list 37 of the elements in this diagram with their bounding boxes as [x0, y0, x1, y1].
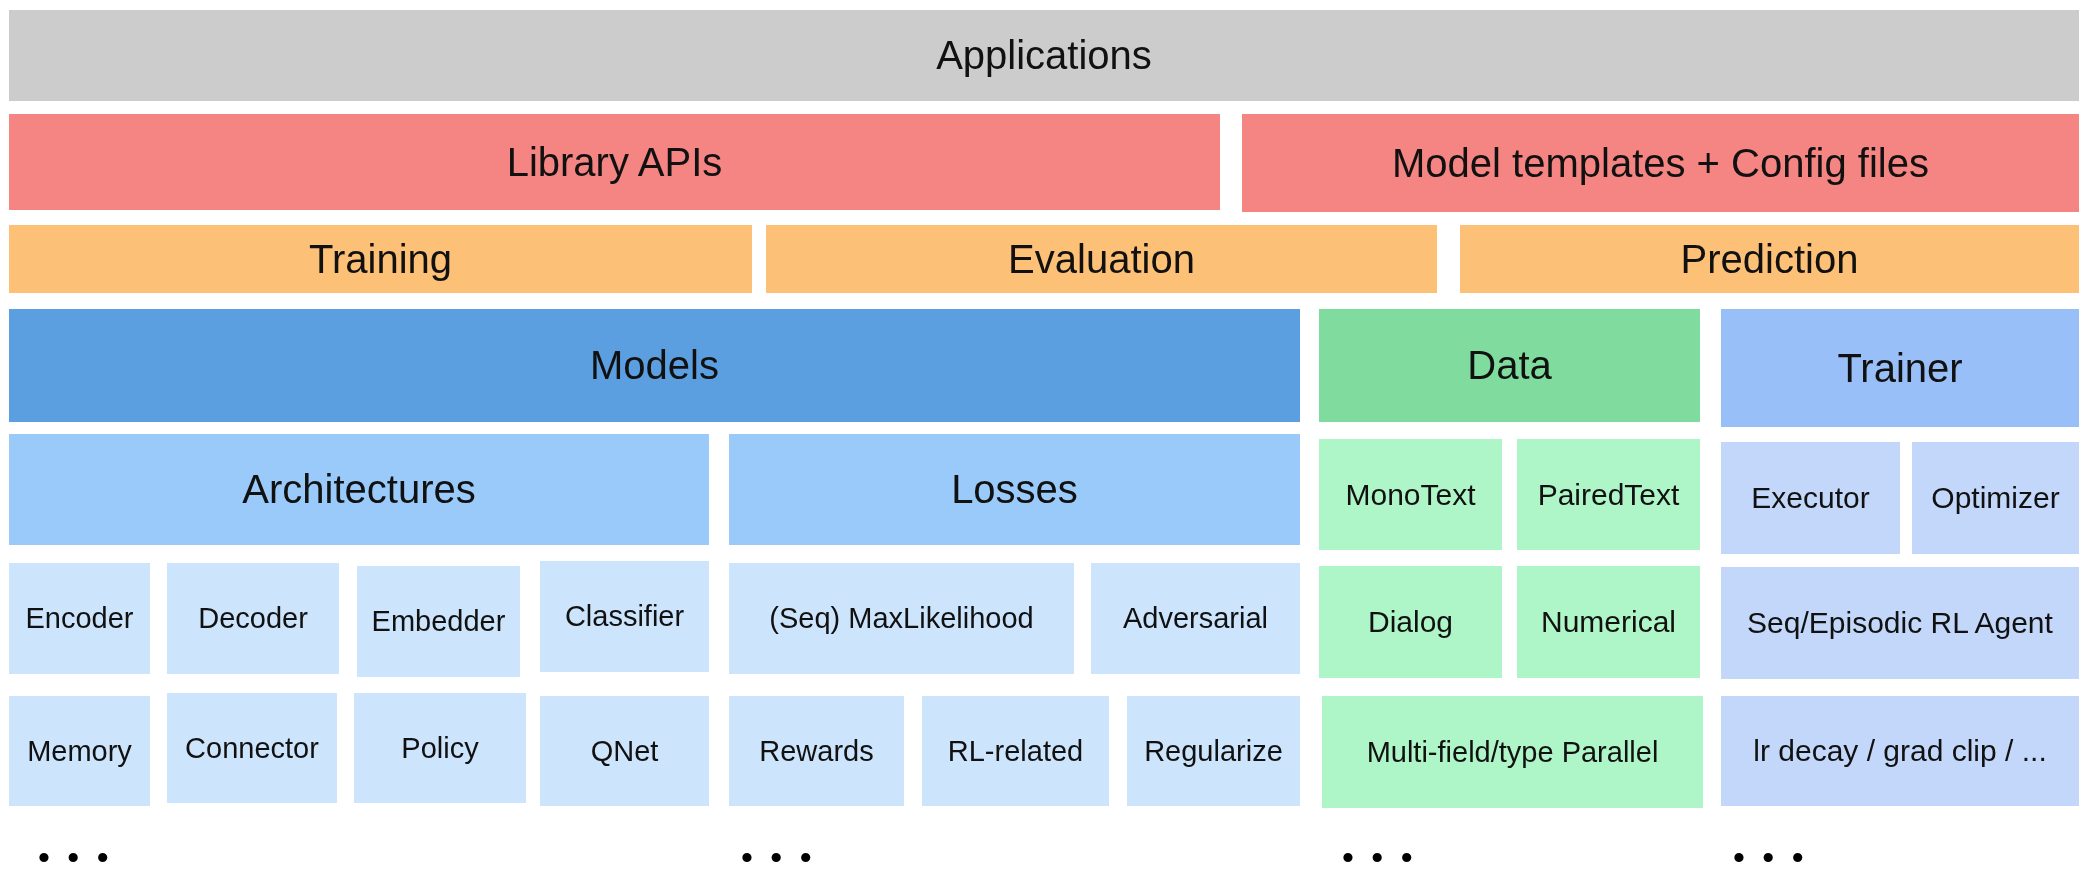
- component-box: Rewards: [729, 696, 904, 806]
- component-box: Executor: [1721, 442, 1900, 554]
- component-box: Multi-field/type Parallel: [1322, 696, 1703, 808]
- component-box: Embedder: [357, 566, 520, 677]
- component-box: lr decay / grad clip / ...: [1721, 696, 2079, 806]
- component-box: PairedText: [1517, 439, 1700, 550]
- component-box: Memory: [9, 696, 150, 806]
- component-box: Policy: [354, 693, 526, 803]
- component-box: RL-related: [922, 696, 1109, 806]
- component-box: Optimizer: [1912, 442, 2079, 554]
- module-header: Models: [9, 309, 1300, 422]
- component-box: Connector: [167, 693, 337, 803]
- layer-band: Evaluation: [766, 225, 1437, 293]
- module-header: Data: [1319, 309, 1700, 422]
- component-box: MonoText: [1319, 439, 1502, 550]
- submodule-header: Architectures: [9, 434, 709, 545]
- layer-band: Library APIs: [9, 114, 1220, 210]
- component-box: QNet: [540, 696, 709, 806]
- ellipsis-mark: • • •: [1733, 838, 1808, 871]
- ellipsis-mark: • • •: [1342, 838, 1417, 871]
- submodule-header: Losses: [729, 434, 1300, 545]
- component-box: Adversarial: [1091, 563, 1300, 674]
- component-box: Numerical: [1517, 566, 1700, 678]
- layer-band: Training: [9, 225, 752, 293]
- component-box: Seq/Episodic RL Agent: [1721, 567, 2079, 679]
- component-box: Decoder: [167, 563, 339, 674]
- layer-band: Applications: [9, 10, 2079, 101]
- layer-band: Model templates + Config files: [1242, 114, 2079, 212]
- component-box: Encoder: [9, 563, 150, 674]
- component-box: Classifier: [540, 561, 709, 672]
- layer-band: Prediction: [1460, 225, 2079, 293]
- component-box: (Seq) MaxLikelihood: [729, 563, 1074, 674]
- component-box: Dialog: [1319, 566, 1502, 678]
- ellipsis-mark: • • •: [38, 838, 113, 871]
- component-box: Regularize: [1127, 696, 1300, 806]
- module-header: Trainer: [1721, 309, 2079, 427]
- ellipsis-mark: • • •: [741, 838, 816, 871]
